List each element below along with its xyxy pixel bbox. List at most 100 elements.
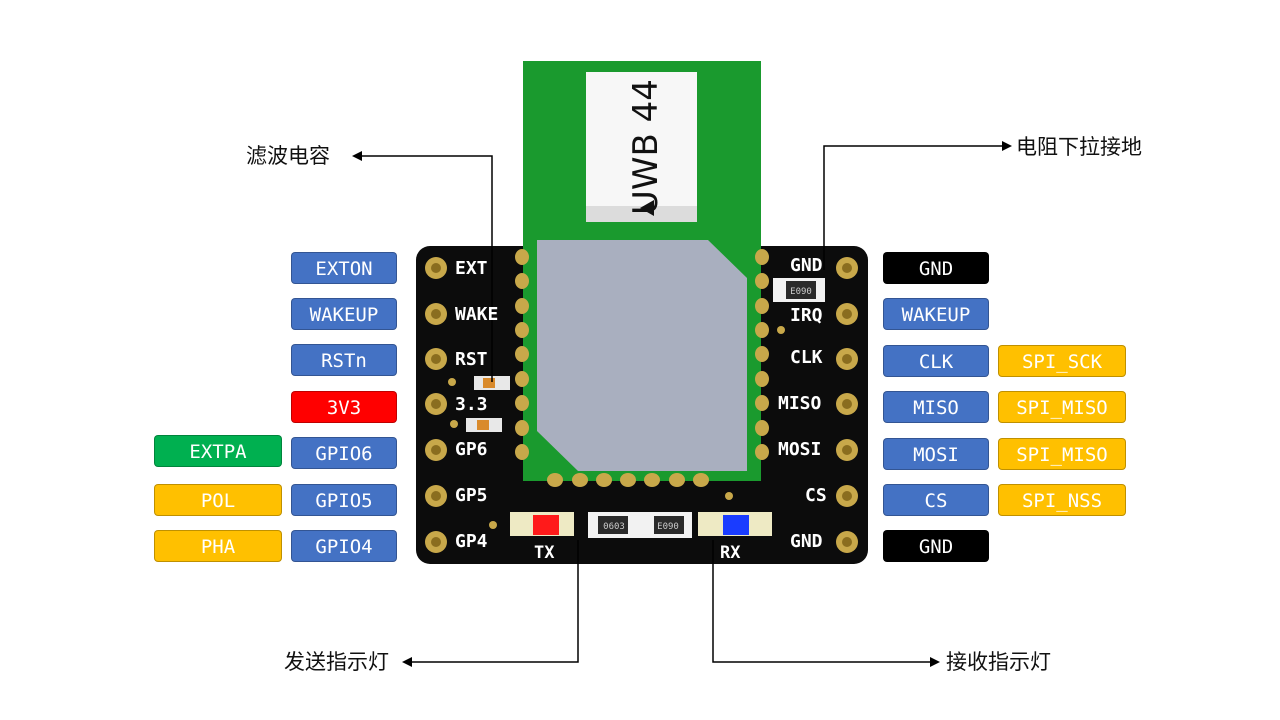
tag-pol: POL	[154, 484, 282, 516]
module-pad	[693, 473, 709, 487]
tag-spi-miso: SPI_MISO	[998, 391, 1126, 423]
module-pad	[620, 473, 636, 487]
pin-label-rst: RST	[455, 349, 488, 370]
module-pad	[755, 249, 769, 265]
module-pad	[515, 346, 529, 362]
tag-exton: EXTON	[291, 252, 397, 284]
tag-cs: CS	[883, 484, 989, 516]
module-pad	[547, 473, 563, 487]
pin-label-ext: EXT	[455, 258, 488, 279]
module-pad	[572, 473, 588, 487]
tag-wakeup-right: WAKEUP	[883, 298, 989, 330]
via	[450, 420, 458, 428]
pin-label-wake: WAKE	[455, 304, 499, 325]
arrow-right-icon	[1002, 141, 1012, 151]
arrow-right-icon	[930, 657, 940, 667]
header-pin-hole	[842, 445, 852, 455]
module-pad	[755, 298, 769, 314]
label-plate-shadow	[586, 206, 697, 222]
via	[448, 378, 456, 386]
module-pad	[515, 371, 529, 387]
tag-extpa: EXTPA	[154, 435, 282, 467]
pin-label-cs: CS	[805, 485, 827, 506]
shield-can	[537, 240, 747, 471]
pull-down-callout: 电阻下拉接地	[1016, 135, 1142, 159]
pin-label-gp4: GP4	[455, 531, 488, 552]
module-pad	[515, 420, 529, 436]
header-pin-hole	[842, 309, 852, 319]
pin-label-miso: MISO	[778, 393, 822, 414]
tag-spi-nss: SPI_NSS	[998, 484, 1126, 516]
tx-label: TX	[534, 543, 555, 563]
antenna-label: UWB 44	[626, 79, 666, 215]
module-pads	[515, 249, 769, 487]
module-pad	[515, 298, 529, 314]
header-pin-hole	[842, 491, 852, 501]
header-pin-hole	[431, 399, 441, 409]
tx-indicator-callout: 发送指示灯	[284, 650, 389, 674]
module-pad	[755, 322, 769, 338]
module-pad	[515, 395, 529, 411]
resistor-body	[786, 281, 816, 299]
module-pad	[515, 249, 529, 265]
header-pin-hole	[431, 537, 441, 547]
tag-3v3: 3V3	[291, 391, 397, 423]
tag-spi-miso-2: SPI_MISO	[998, 438, 1126, 470]
antenna-arrow-icon	[640, 200, 654, 216]
via	[777, 326, 785, 334]
tag-gpio4: GPIO4	[291, 530, 397, 562]
tag-spi-sck: SPI_SCK	[998, 345, 1126, 377]
pin-label-gnd-bottom: GND	[790, 531, 823, 552]
module-pad	[755, 346, 769, 362]
pin-label-clk: CLK	[790, 347, 823, 368]
resistor-body	[598, 516, 628, 534]
module-pad	[755, 444, 769, 460]
filter-capacitor-leader	[360, 155, 493, 382]
tag-rstn: RSTn	[291, 344, 397, 376]
rx-indicator-callout: 接收指示灯	[946, 650, 1051, 674]
module-pad	[515, 273, 529, 289]
via	[725, 492, 733, 500]
filter-capacitor-callout: 滤波电容	[246, 144, 330, 168]
rx-indicator-leader	[712, 540, 932, 663]
header-pin-hole	[842, 399, 852, 409]
module-pad	[755, 273, 769, 289]
tx-led	[533, 515, 559, 535]
tag-pha: PHA	[154, 530, 282, 562]
capacitor-body	[483, 378, 495, 388]
pin-label-gp5: GP5	[455, 485, 488, 506]
module-pad	[669, 473, 685, 487]
resistor-marking: E090	[790, 287, 812, 297]
pin-label-3v3: 3.3	[455, 394, 488, 415]
tag-miso: MISO	[883, 391, 989, 423]
capacitor-body	[477, 420, 489, 430]
tx-indicator-leader	[410, 540, 579, 663]
header-pin-hole	[431, 491, 441, 501]
tag-gpio6: GPIO6	[291, 437, 397, 469]
arrow-left-icon	[352, 151, 362, 161]
header-pin-hole	[842, 354, 852, 364]
tag-wakeup-left: WAKEUP	[291, 298, 397, 330]
module-pad	[596, 473, 612, 487]
tag-clk: CLK	[883, 345, 989, 377]
via	[489, 521, 497, 529]
tag-gpio5: GPIO5	[291, 484, 397, 516]
header-pin-hole	[431, 354, 441, 364]
module-pad	[755, 371, 769, 387]
module-pad	[644, 473, 660, 487]
module-pad	[515, 444, 529, 460]
pin-label-gnd-top: GND	[790, 255, 823, 276]
pull-down-leader	[823, 145, 1004, 270]
header-pin-hole	[842, 263, 852, 273]
tag-gnd-bottom: GND	[883, 530, 989, 562]
header-pin-hole	[431, 309, 441, 319]
header-pin-hole	[842, 537, 852, 547]
header-pins	[425, 257, 858, 553]
tag-gnd-top: GND	[883, 252, 989, 284]
header-pin-hole	[431, 445, 441, 455]
resistor-marking: 0603	[603, 522, 625, 532]
module-pad	[755, 420, 769, 436]
antenna-label-plate	[586, 72, 697, 222]
pin-label-mosi: MOSI	[778, 439, 822, 460]
